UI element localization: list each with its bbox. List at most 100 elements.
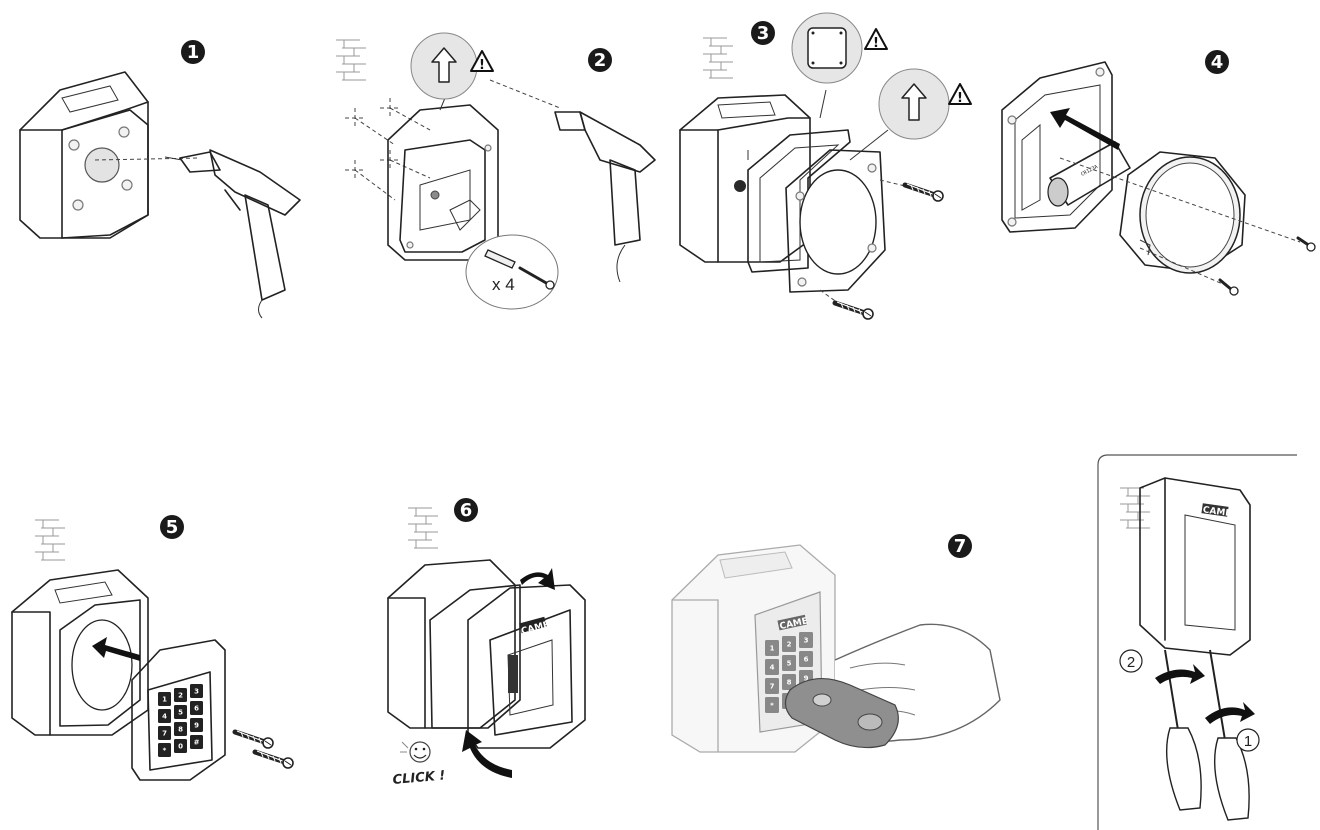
svg-text:1: 1 <box>1244 733 1252 750</box>
keypad-key <box>174 688 187 702</box>
svg-text:!: ! <box>873 36 879 51</box>
keypad-key <box>190 735 203 749</box>
keypad-key-label: 8 <box>178 726 183 734</box>
screw-icon <box>1296 236 1316 252</box>
step-2: 2 ! <box>335 32 656 310</box>
wall-bricks <box>702 37 734 79</box>
step-badge-1: 1 <box>181 40 205 64</box>
step-4: 4 CR123A <box>1001 50 1316 296</box>
callout-2: 2 <box>1119 649 1143 673</box>
svg-text:1: 1 <box>187 42 200 63</box>
screw-icon <box>235 731 273 748</box>
keypad-key-label: 8 <box>787 679 792 687</box>
detail-panel-removal: CAME 2 1 <box>1097 454 1297 830</box>
keypad-key <box>174 722 187 736</box>
up-arrow-icon <box>901 83 927 121</box>
hand-with-key-fob <box>784 623 1001 749</box>
keypad-key <box>799 651 813 667</box>
rotate-arrow-top <box>520 568 555 590</box>
keypad-key-label: 7 <box>770 683 775 691</box>
keypad-key-label: 7 <box>162 730 167 738</box>
keypad-key <box>158 709 171 723</box>
keypad-key <box>190 718 203 732</box>
svg-text:3: 3 <box>757 23 770 44</box>
keypad-key <box>765 659 779 675</box>
keypad-key <box>782 655 796 671</box>
keypad-key-label: 9 <box>194 722 199 730</box>
gasket-detail-bubble <box>791 12 863 119</box>
keypad-key-label: # <box>194 739 200 747</box>
step-badge-2: 2 <box>588 48 612 72</box>
keypad-key <box>190 684 203 698</box>
wall-plug-icon <box>484 249 516 269</box>
keypad-key-label: 4 <box>770 664 775 672</box>
assembled-box <box>387 559 521 729</box>
keypad-key <box>158 726 171 740</box>
keypad-key-label: 1 <box>162 696 167 704</box>
drill-icon <box>489 79 656 283</box>
step-3: 3 <box>679 12 972 319</box>
smiley-icon <box>400 741 431 763</box>
step-1: 1 <box>19 40 301 319</box>
rotate-arrow-bottom <box>462 730 512 778</box>
svg-text:7: 7 <box>954 536 967 557</box>
svg-text:x 4: x 4 <box>492 275 515 294</box>
step-badge-7: 7 <box>948 534 972 558</box>
keypad-key <box>782 636 796 652</box>
drill-icon <box>164 149 301 319</box>
rotate-arrow-1 <box>1205 702 1255 724</box>
keypad-key-label: * <box>163 747 167 755</box>
svg-text:4: 4 <box>1211 52 1224 73</box>
gasket <box>747 129 851 273</box>
keypad-key-label: 4 <box>162 713 167 721</box>
screw-icon <box>1218 278 1239 296</box>
keypad-key <box>765 697 779 713</box>
keypad-key-label: 5 <box>178 709 183 717</box>
keypad-key-label: 3 <box>194 688 199 696</box>
keypad-key <box>765 640 779 656</box>
warning-triangle-icon: ! <box>470 50 494 73</box>
keypad-key-label: 6 <box>804 656 809 664</box>
step-6: 6 CAME CLICK ! <box>387 498 586 788</box>
keypad-key-label: 2 <box>178 692 183 700</box>
keypad-key <box>158 692 171 706</box>
warning-triangle-icon: ! <box>864 28 888 51</box>
step-badge-4: 4 <box>1205 50 1229 74</box>
keypad-key <box>158 743 171 757</box>
screw-icon <box>518 266 550 286</box>
open-junction-box <box>387 104 499 261</box>
junction-box <box>19 71 201 239</box>
svg-text:!: ! <box>479 58 485 73</box>
keypad-key-label: 6 <box>194 705 199 713</box>
mounting-frame <box>785 149 886 293</box>
wall-plug-set: x 4 <box>465 234 559 310</box>
step-badge-5: 5 <box>160 515 184 539</box>
svg-text:!: ! <box>957 91 963 106</box>
closed-junction-box <box>679 94 811 263</box>
screwdriver-icon <box>1164 649 1202 811</box>
svg-text:6: 6 <box>460 500 473 521</box>
screwdriver-icon <box>1209 649 1250 821</box>
keypad-key <box>190 701 203 715</box>
keypad-key-label: 5 <box>787 660 792 668</box>
svg-text:2: 2 <box>1127 654 1135 671</box>
step-5: 5 1 2 3 4 5 6 7 8 9 * 0 # <box>11 515 293 781</box>
callout-1: 1 <box>1236 728 1260 752</box>
keypad-module: 1 2 3 4 5 6 7 8 9 * 0 # <box>131 639 226 781</box>
orientation-bubble <box>849 68 950 161</box>
callout-bubble <box>410 32 478 111</box>
svg-text:CAME: CAME <box>1202 505 1232 519</box>
screw-icon <box>905 184 943 201</box>
rotate-arrow-2 <box>1155 664 1205 684</box>
keypad-key <box>174 739 187 753</box>
step-badge-6: 6 <box>454 498 478 522</box>
svg-text:2: 2 <box>594 50 607 71</box>
keypad-key-label: 3 <box>804 637 809 645</box>
keypad-key-label: 0 <box>178 743 183 751</box>
keypad-key <box>782 674 796 690</box>
cover-cylinder <box>1119 151 1246 274</box>
keypad-key-label: * <box>770 702 774 710</box>
